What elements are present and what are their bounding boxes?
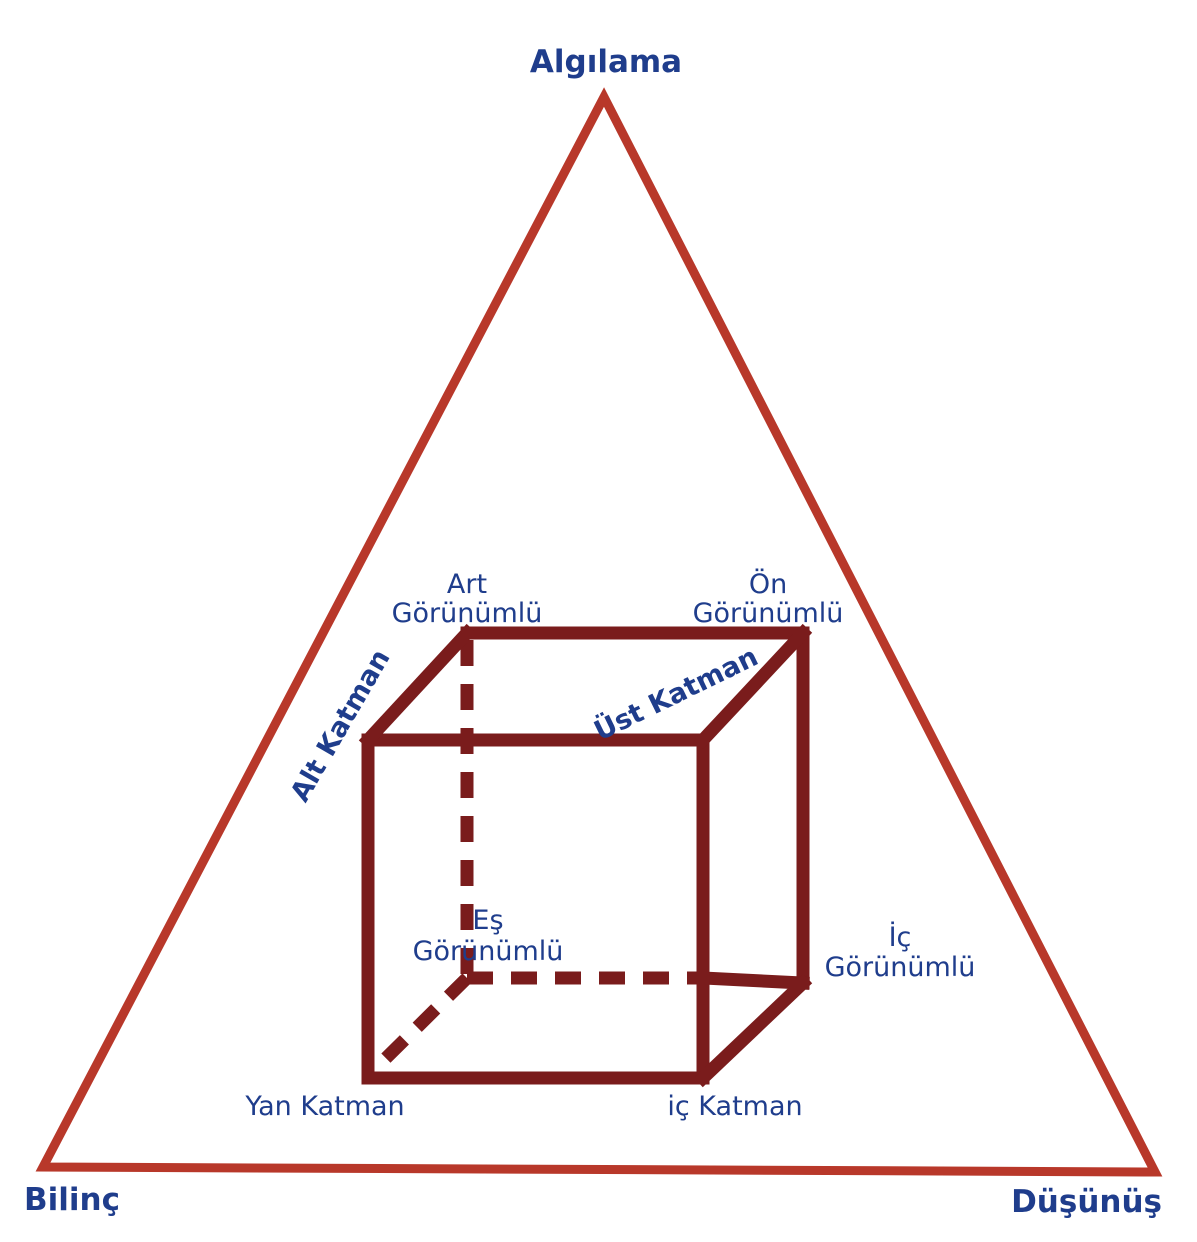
cube-hidden-depth-edge — [379, 973, 472, 1065]
cube-front-face — [361, 733, 710, 1085]
es-label-line2: Görünümlü — [413, 936, 564, 967]
cube-right-mid-edge — [696, 971, 810, 990]
cube-top-left-depth — [358, 623, 477, 750]
on-label-line2: Görünümlü — [693, 598, 844, 629]
yan-katman-label: Yan Katman — [244, 1091, 404, 1122]
vertex-label-bottom-left: Bilinç — [24, 1182, 120, 1218]
on-label-line1: Ön — [749, 568, 787, 600]
vertex-label-bottom-right: Düşünüş — [1011, 1184, 1162, 1220]
ic-label-line2: Görünümlü — [825, 952, 976, 983]
cube-top-right-depth — [693, 623, 813, 750]
cube-bottom-right-depth — [693, 973, 813, 1088]
cube-hidden-edges — [379, 640, 703, 1065]
art-label-line1: Art — [447, 569, 487, 600]
ic-label-line1: İç — [889, 921, 912, 953]
ic-katman-label: iç Katman — [667, 1091, 802, 1122]
vertex-label-top: Algılama — [530, 44, 682, 80]
cube-visible-edges — [358, 623, 813, 1088]
es-label-line1: Eş — [472, 905, 503, 936]
outer-triangle — [35, 87, 1163, 1177]
ust-katman-label: Üst Katman — [589, 640, 763, 748]
art-label-line2: Görünümlü — [392, 598, 543, 629]
